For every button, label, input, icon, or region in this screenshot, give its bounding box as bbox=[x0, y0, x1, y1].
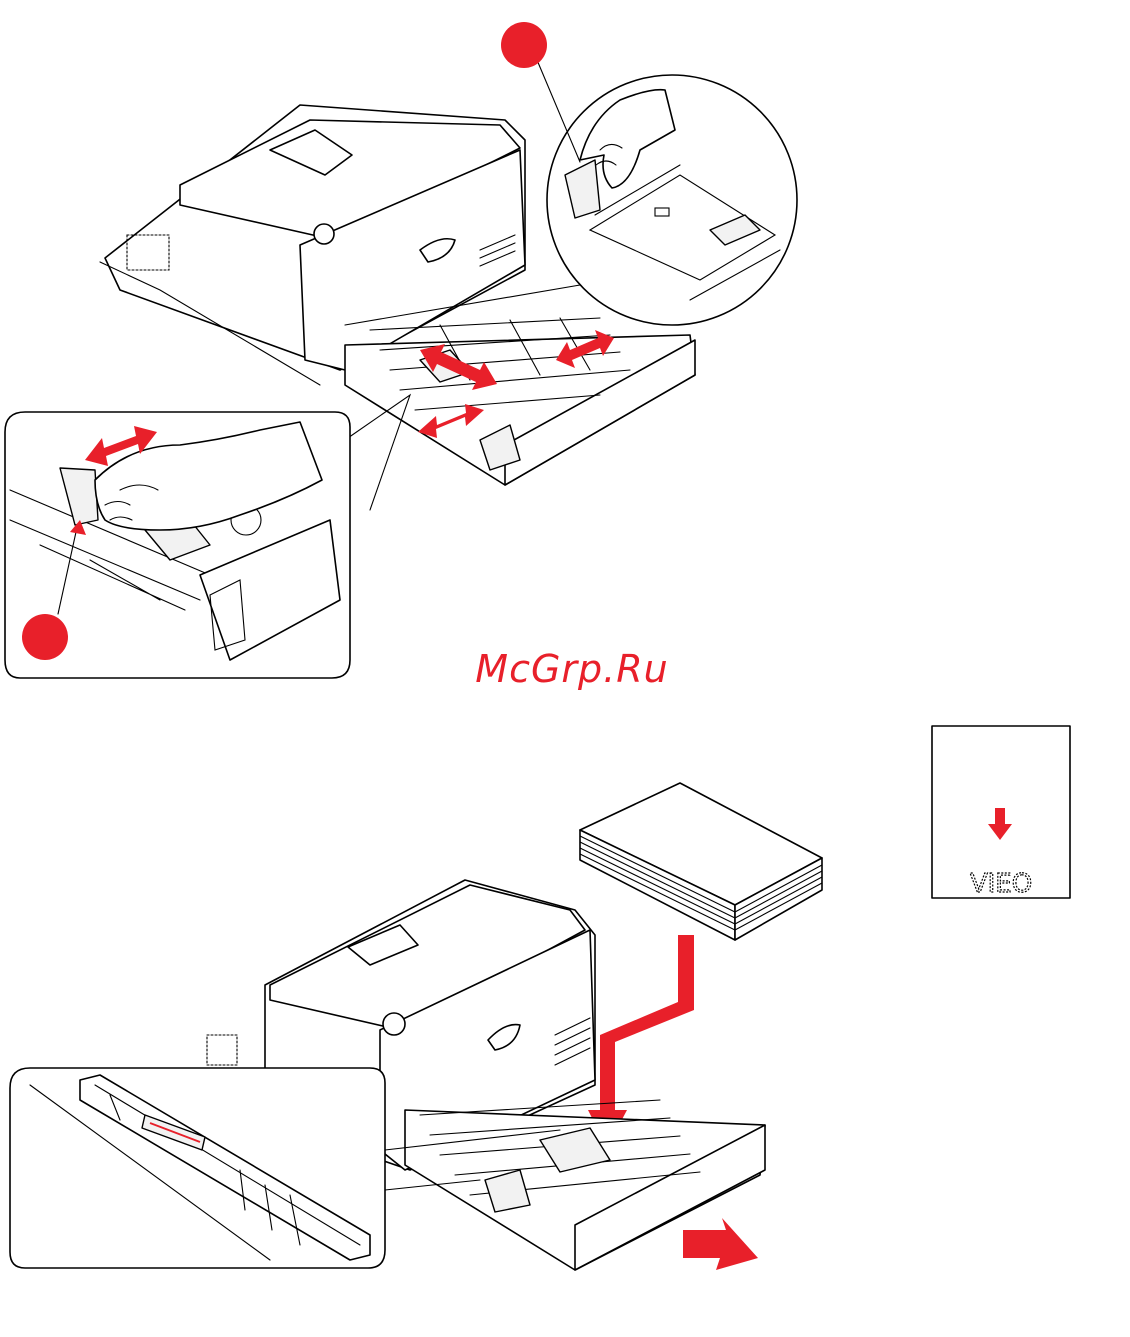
paper-tray-top bbox=[345, 318, 695, 485]
push-arrow-icon bbox=[683, 1218, 758, 1270]
paper-label-text: VIEO bbox=[970, 869, 1032, 899]
paper-orientation-box: VIEO bbox=[932, 726, 1070, 899]
paper-insert-arrow bbox=[588, 935, 694, 1148]
callout-marker-circle bbox=[501, 22, 547, 68]
watermark-text: McGrp.Ru bbox=[475, 647, 668, 691]
paper-stack bbox=[580, 783, 822, 940]
callout-marker-circle bbox=[22, 614, 68, 660]
